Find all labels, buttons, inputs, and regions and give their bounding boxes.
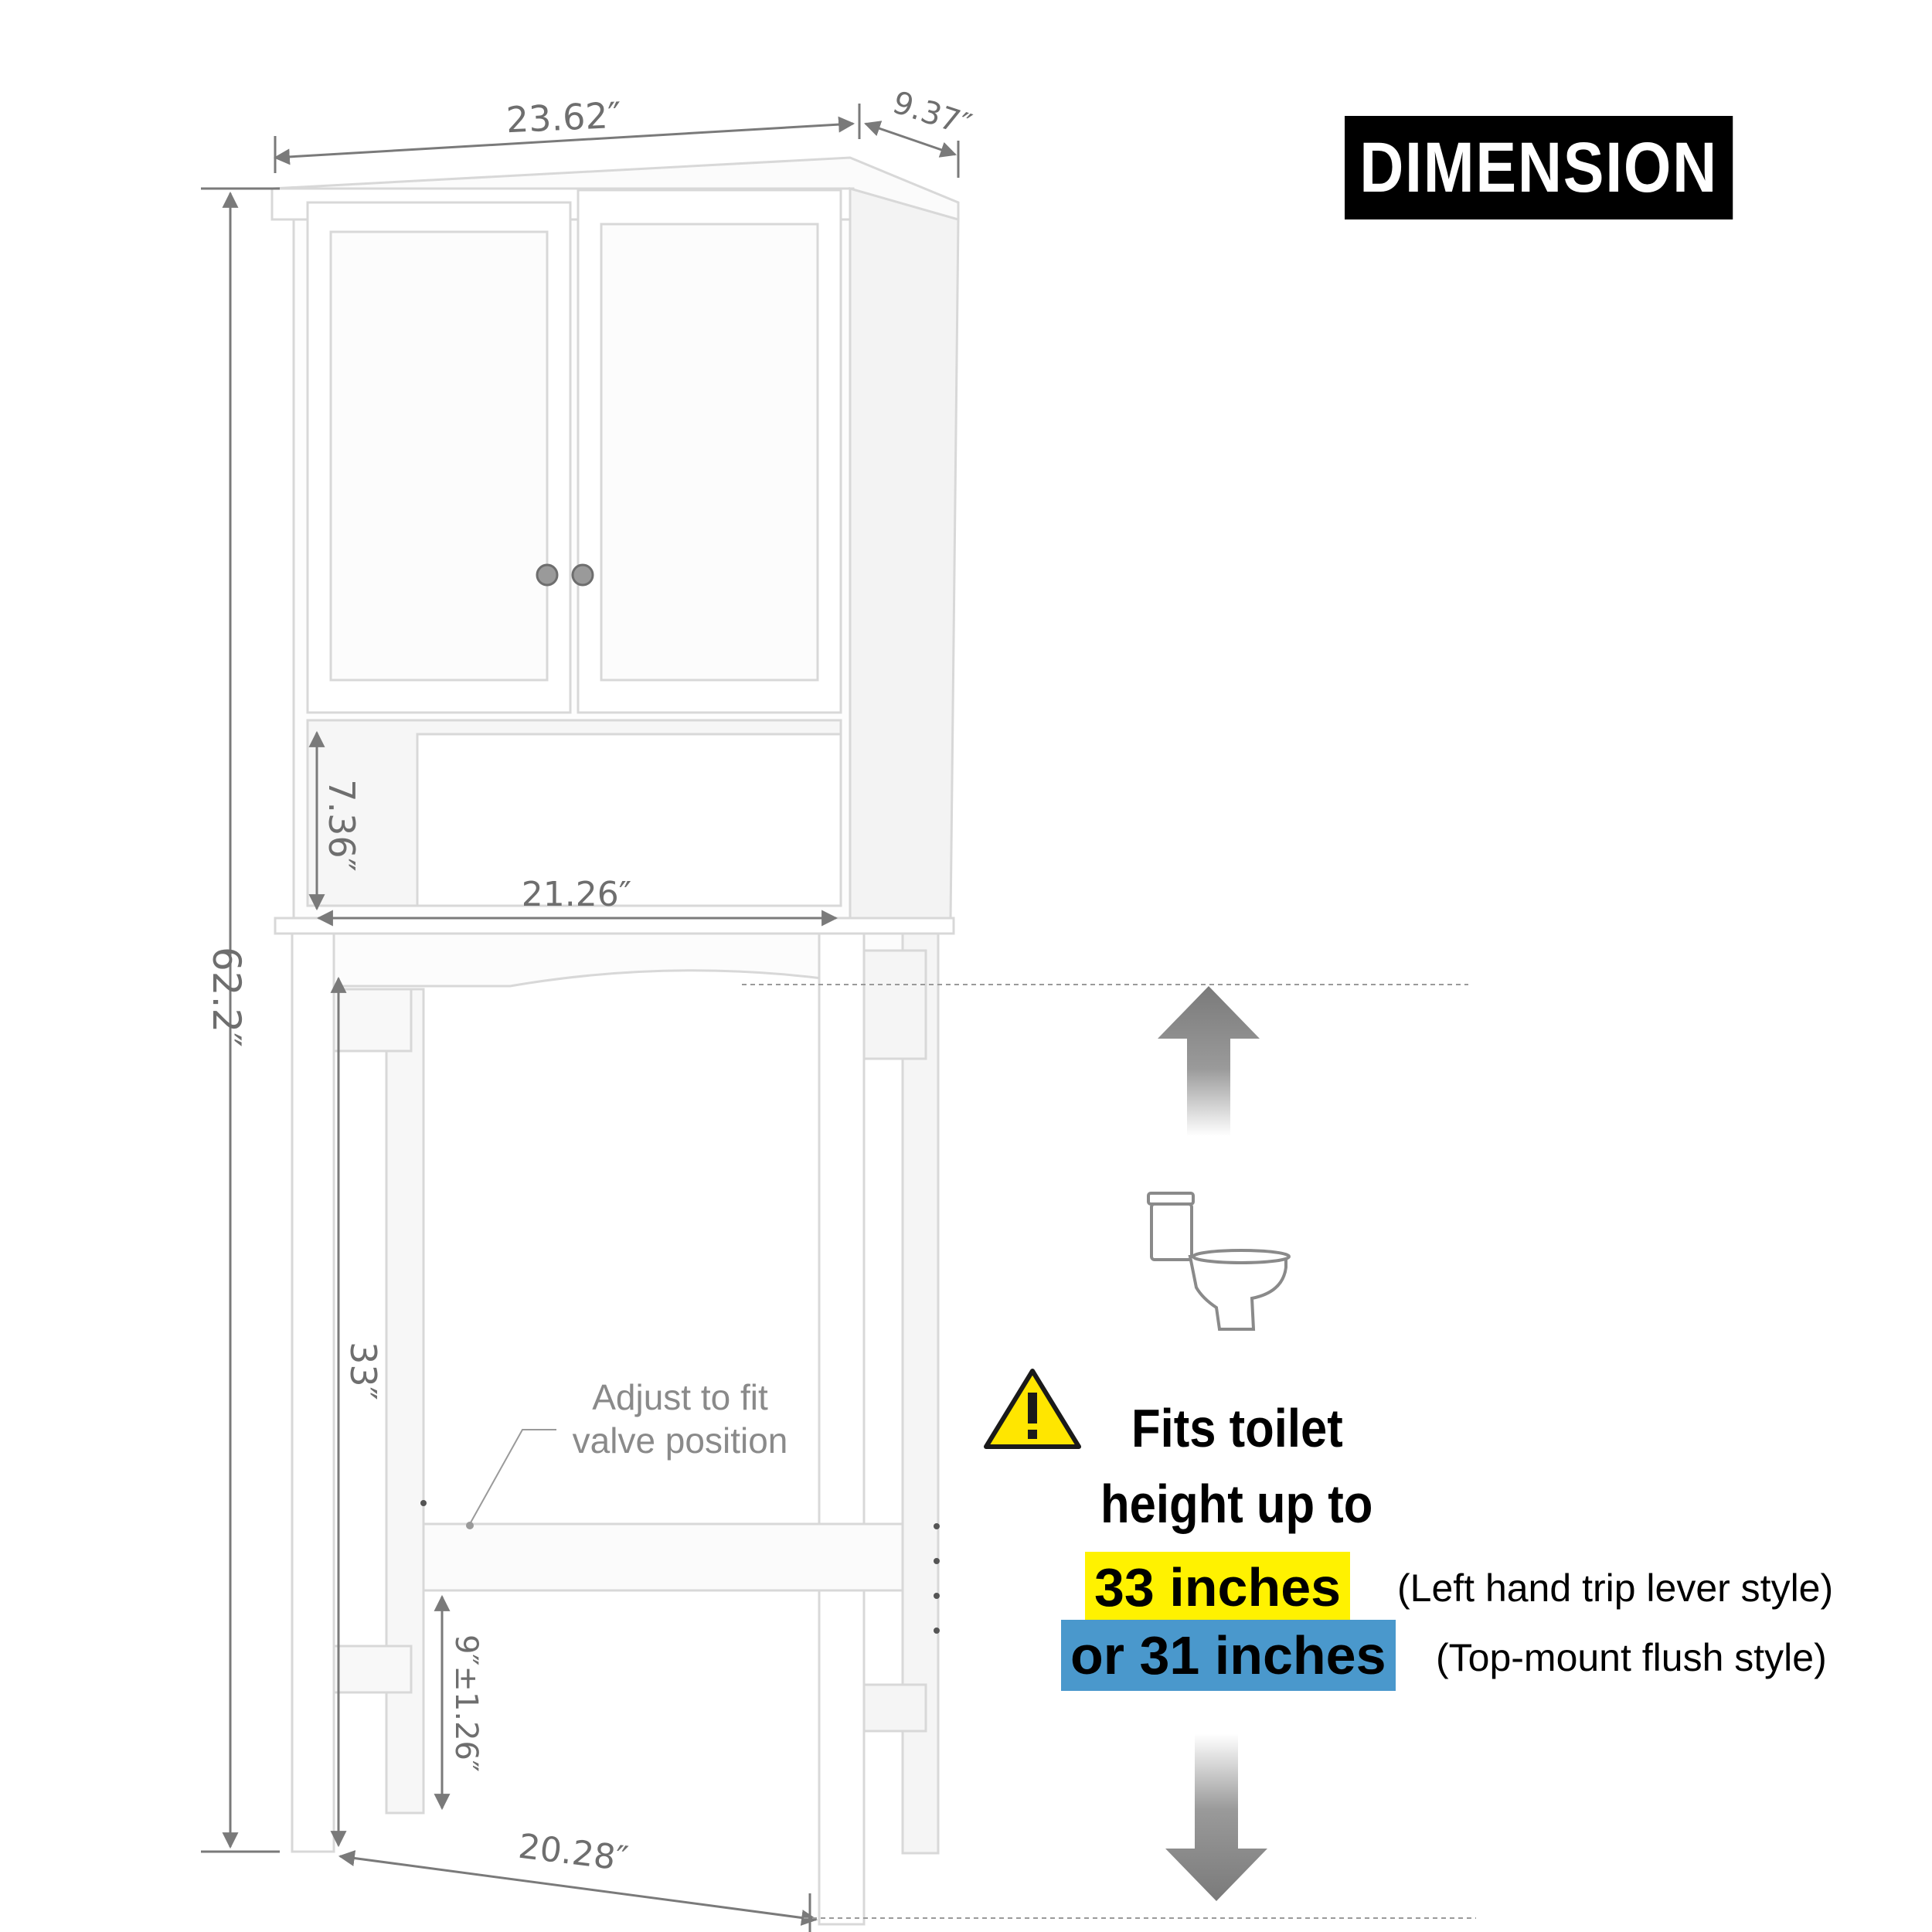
front-right-leg (818, 932, 866, 1926)
fits-line1: Fits toilet (1131, 1398, 1343, 1458)
front-left-leg (291, 932, 335, 1853)
guide-lines (742, 984, 1476, 1919)
dim-base-width: 20.28″ (516, 1827, 631, 1879)
page-title: DIMENSION (1345, 116, 1733, 219)
left-door-knob (536, 563, 559, 587)
option-33-inches: 33 inches (1085, 1552, 1351, 1623)
option-31-note: (Top-mount flush style) (1436, 1636, 1827, 1679)
adjust-note-line2: valve position (572, 1420, 788, 1461)
dim-leg-clearance: 33″ (342, 1342, 384, 1400)
cabinet-side-panel (849, 187, 960, 921)
toilet-icon (1147, 1192, 1291, 1331)
dimension-lines (201, 104, 960, 1932)
option-31-inches: or 31 inches (1061, 1620, 1396, 1691)
adjustable-bar (422, 1522, 904, 1592)
dim-shelf-height: 7.36″ (321, 779, 362, 872)
dim-bar-height: 9″±1.26″ (448, 1634, 484, 1772)
counter-top (274, 917, 955, 935)
adjust-note-line1: Adjust to fit (592, 1377, 768, 1417)
fits-line2: height up to (1100, 1474, 1373, 1534)
arrow-up-icon (1158, 986, 1260, 1136)
warning-icon (984, 1369, 1081, 1449)
dim-depth: 9.37″ (888, 85, 975, 144)
dim-total-height: 62.2″ (204, 947, 249, 1047)
dim-shelf-width: 21.26″ (522, 875, 631, 914)
right-door-knob (571, 563, 594, 587)
option-33-note: (Left hand trip lever style) (1397, 1566, 1834, 1610)
adjust-note: Adjust to fit valve position (541, 1376, 819, 1462)
cabinet (270, 156, 960, 1926)
dim-top-width: 23.62″ (505, 94, 622, 141)
arrow-down-icon (1165, 1734, 1267, 1901)
